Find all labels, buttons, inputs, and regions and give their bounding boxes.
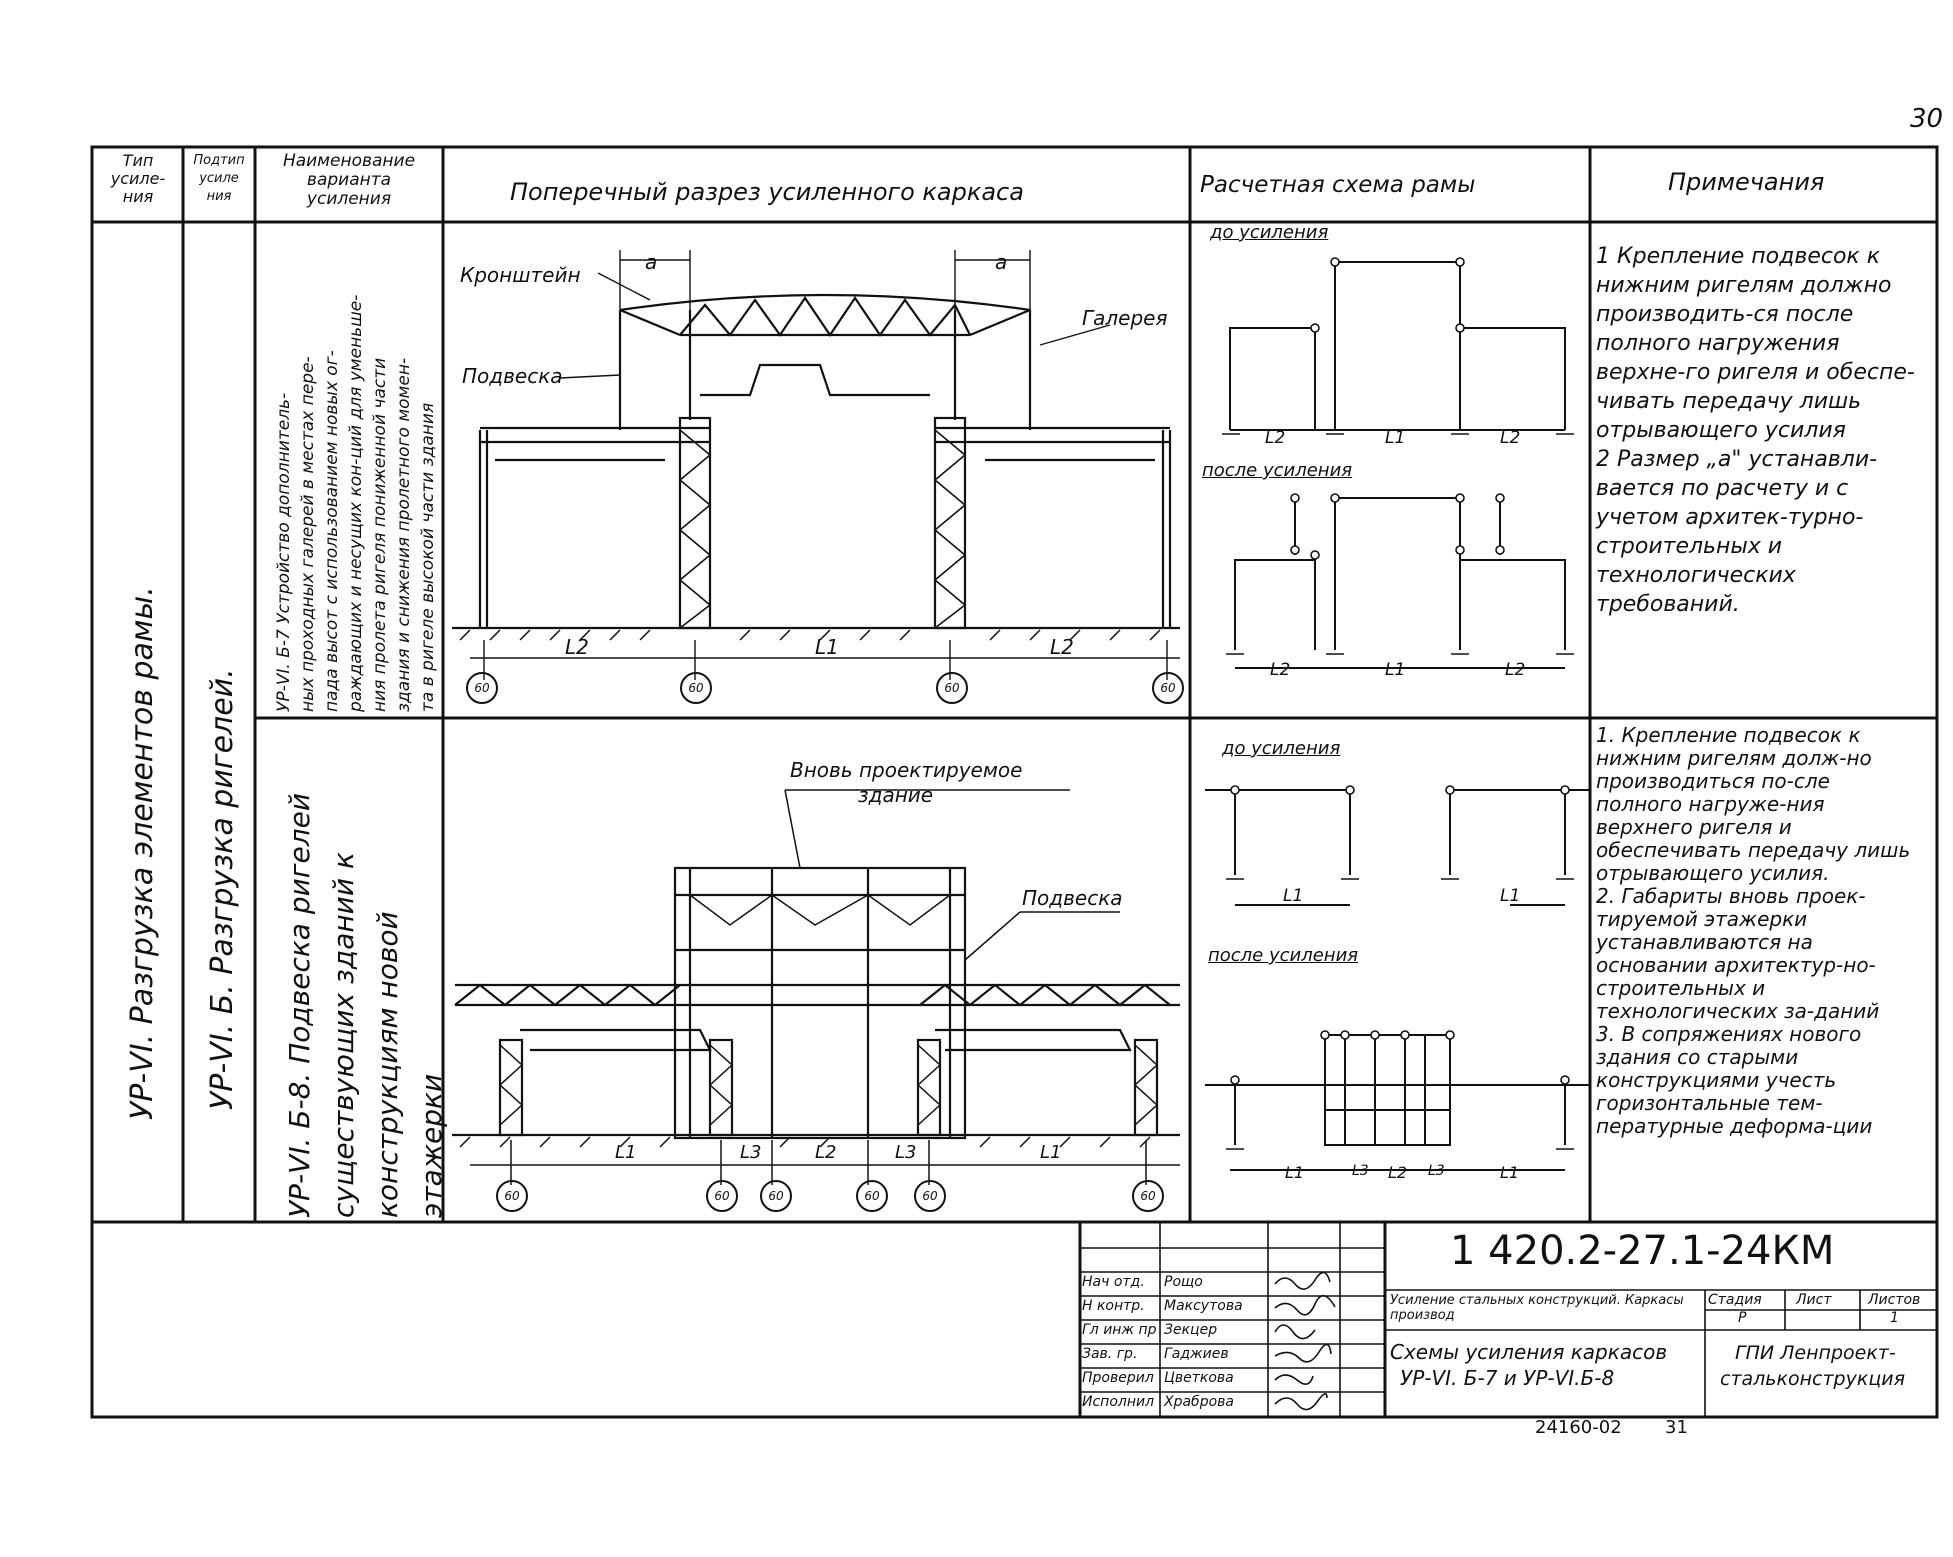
scheme1-after-l1: L1	[1385, 660, 1406, 680]
scheme1-after-l2: L2	[1505, 660, 1526, 680]
stage-header: Стадия	[1708, 1292, 1762, 1308]
axis-marker: 60	[760, 1180, 792, 1212]
stage-value: Р	[1738, 1310, 1747, 1326]
sheets-header: Листов	[1868, 1292, 1921, 1308]
header-notes: Примечания	[1668, 168, 1825, 196]
role: Проверил	[1082, 1370, 1154, 1386]
section-2	[452, 866, 1180, 1140]
note-item: 1. Крепление подвесок к нижним ригелям д…	[1596, 723, 1911, 885]
scheme2-after-l2: L2	[1388, 1163, 1408, 1182]
scheme2-l1: L1	[1283, 886, 1304, 906]
signer-name: Храброва	[1164, 1394, 1234, 1410]
signer-name: Зекцер	[1164, 1322, 1218, 1338]
span-l2-left: L2	[565, 635, 589, 659]
scheme1-l1: L1	[1385, 428, 1406, 448]
header-cross-section: Поперечный разрез усиленного каркаса	[510, 178, 1024, 206]
axis-marker: 60	[680, 672, 712, 704]
axis-marker: 60	[914, 1180, 946, 1212]
scheme1-l2: L2	[1500, 428, 1521, 448]
doc-number: 1 420.2-27.1-24КМ	[1450, 1228, 1835, 1274]
signer-name: Рощо	[1164, 1274, 1203, 1290]
scheme1-l2: L2	[1265, 428, 1286, 448]
header-subtype: Подтип усиле ния	[193, 153, 245, 204]
notes-variant1: 1 Крепление подвесок к нижним ригелям до…	[1596, 242, 1916, 619]
label-bracket: Кронштейн	[460, 263, 581, 287]
dim-a-left: a	[645, 250, 658, 274]
axis-marker: 60	[466, 672, 498, 704]
scheme1-before: до усиления	[1210, 222, 1329, 243]
axis-marker: 60	[1132, 1180, 1164, 1212]
role: Гл инж пр	[1082, 1322, 1157, 1338]
scheme2-after: после усиления	[1208, 945, 1359, 966]
notes-variant2: 1. Крепление подвесок к нижним ригелям д…	[1596, 724, 1921, 1138]
signer-name: Гаджиев	[1164, 1346, 1229, 1362]
label-new-building: Вновь проектируемое	[790, 758, 1023, 782]
scheme2-before: до усиления	[1222, 738, 1341, 759]
note-item: 2 Размер „а" устанавли-вается по расчету…	[1596, 447, 1878, 617]
org-1: ГПИ Ленпроект-	[1735, 1342, 1896, 1364]
sheet-title-2: УР-VI. Б-7 и УР-VI.Б-8	[1400, 1366, 1615, 1390]
axis-marker: 60	[1152, 672, 1184, 704]
archive-code: 24160-02	[1535, 1417, 1622, 1438]
note-item: 3. В сопряжениях нового здания со старым…	[1596, 1022, 1873, 1138]
org-2: стальконструкция	[1720, 1368, 1906, 1390]
span2-l2: L2	[815, 1142, 837, 1163]
axis-marker: 60	[936, 672, 968, 704]
section-1	[452, 293, 1180, 630]
span-l1: L1	[815, 635, 839, 659]
scheme1-after-l2: L2	[1270, 660, 1291, 680]
axis-marker: 60	[496, 1180, 528, 1212]
role: Нач отд.	[1082, 1274, 1145, 1290]
header-type: Тип усиле- ния	[110, 151, 166, 206]
header-variant-name: Наименование варианта усиления	[282, 151, 416, 209]
span2-l1: L1	[615, 1142, 637, 1163]
label-hanger-1: Подвеска	[462, 364, 563, 388]
span2-l3: L3	[895, 1142, 917, 1163]
label-new-building-2: здание	[858, 783, 934, 807]
scheme2-after-l1: L1	[1285, 1163, 1305, 1182]
scheme2-after-l3: L3	[1352, 1163, 1369, 1179]
span2-l3: L3	[740, 1142, 762, 1163]
note-item: 2. Габариты вновь проек-тируемой этажерк…	[1596, 884, 1880, 1023]
sheet-header: Лист	[1796, 1292, 1832, 1308]
signer-name: Максутова	[1164, 1298, 1243, 1314]
role: Исполнил	[1082, 1394, 1155, 1410]
axis-marker: 60	[706, 1180, 738, 1212]
page-number: 30	[1910, 104, 1944, 134]
series-title: Усиление стальных конструкций. Каркасы п…	[1390, 1293, 1684, 1323]
scheme2-after-l3: L3	[1428, 1163, 1445, 1179]
span-l2-right: L2	[1050, 635, 1074, 659]
scheme-2	[1205, 789, 1590, 1171]
note-item: 1 Крепление подвесок к нижним ригелям до…	[1596, 244, 1915, 443]
sheets-value: 1	[1890, 1310, 1899, 1326]
scheme2-after-l1: L1	[1500, 1163, 1520, 1182]
dim-a-right: a	[995, 250, 1008, 274]
label-gallery: Галерея	[1082, 306, 1168, 330]
axis-marker: 60	[856, 1180, 888, 1212]
signer-name: Цветкова	[1164, 1370, 1234, 1386]
span2-l1: L1	[1040, 1142, 1062, 1163]
scheme2-l1: L1	[1500, 886, 1521, 906]
role: Н контр.	[1082, 1298, 1145, 1314]
scheme1-after: после усиления	[1202, 460, 1353, 481]
archive-page: 31	[1665, 1417, 1688, 1438]
header-design-scheme: Расчетная схема рамы	[1200, 172, 1476, 198]
sheet-frame	[90, 145, 1939, 1419]
label-hanger-2: Подвеска	[1022, 886, 1123, 910]
sheet-title-1: Схемы усиления каркасов	[1390, 1340, 1668, 1364]
role: Зав. гр.	[1082, 1346, 1138, 1362]
